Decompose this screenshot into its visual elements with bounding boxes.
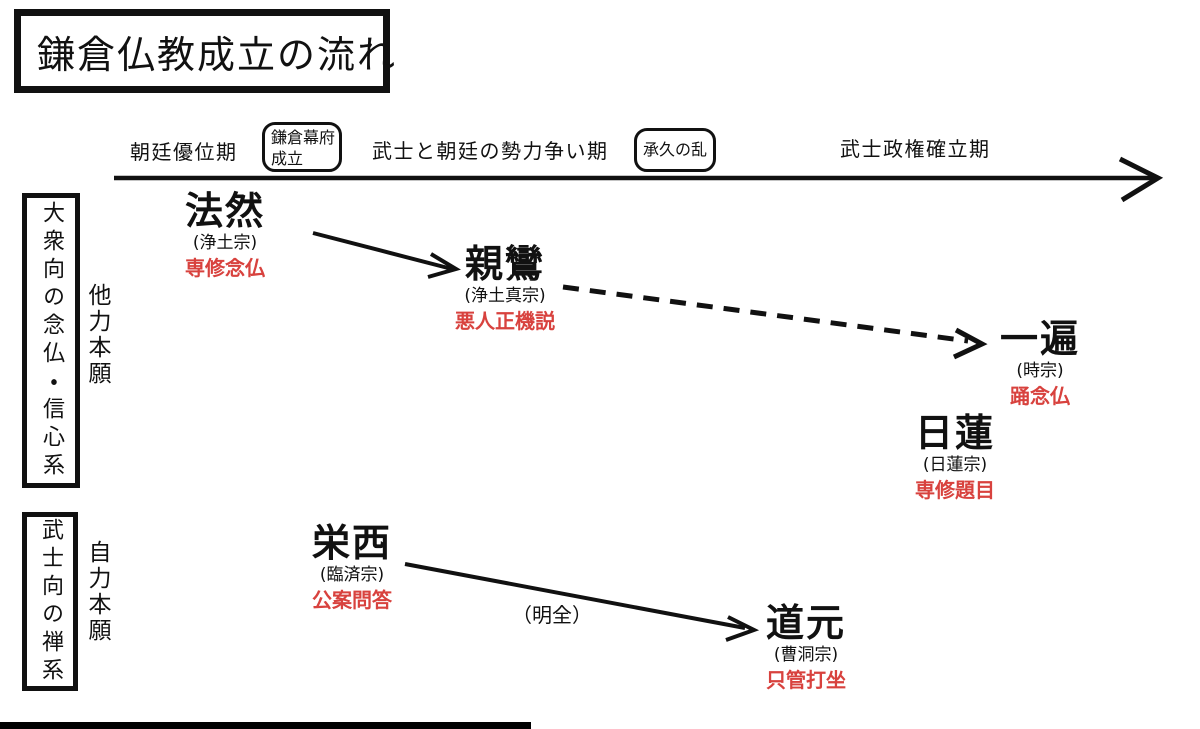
timeline-period-court-supremacy: 朝廷優位期 [130,140,238,164]
monk-dogen-name: 道元 [765,601,846,645]
monk-eisai-name: 栄西 [311,521,392,565]
category-label-nembutsu-faith: 大衆向の念仏・信心系 [39,200,64,481]
monk-nichiren-practice: 専修題目 [915,478,995,503]
monk-dogen-practice: 只管打坐 [766,668,846,693]
monk-nichiren-name: 日蓮 [914,411,995,455]
monk-shinran-sect: (浄土真宗) [464,285,546,306]
monk-honen-practice: 専修念仏 [185,256,265,281]
diagram-title: 鎌倉仏教成立の流れ [37,32,398,77]
category-label-zen: 武士向の禅系 [38,517,63,686]
label-jiriki-hongan: 自力本願 [84,540,110,644]
monk-shinran-practice: 悪人正機説 [455,309,555,334]
monk-nichiren-sect: (日蓮宗) [922,454,988,475]
monk-honen-sect: (浄土宗) [192,232,258,253]
dashed-arrow-shinran-to-ippen [562,284,988,360]
timeline-period-samurai-rule: 武士政権確立期 [840,137,991,161]
monk-eisai-practice: 公案問答 [312,588,392,613]
category-box-zen: 武士向の禅系 [22,512,78,691]
monk-eisai-sect: (臨済宗) [319,564,385,585]
monk-dogen-sect: (曹洞宗) [773,644,839,665]
diagram-title-box: 鎌倉仏教成立の流れ [14,9,395,93]
annotation-myozen: （明全） [512,603,592,627]
monk-eisai: 栄西 (臨済宗) 公案問答 [242,521,462,613]
monk-nichiren: 日蓮 (日蓮宗) 専修題目 [845,411,1065,503]
label-tariki-hongan: 他力本願 [84,283,110,387]
monk-honen: 法然 (浄土宗) 専修念仏 [115,189,335,281]
monk-ippen-sect: (時宗) [1016,360,1064,381]
monk-dogen: 道元 (曹洞宗) 只管打坐 [696,601,916,693]
monk-honen-name: 法然 [184,189,265,233]
timeline-period-power-struggle: 武士と朝廷の勢力争い期 [372,139,609,163]
monk-shinran: 親鸞 (浄土真宗) 悪人正機説 [395,242,615,334]
bottom-edge-artifact [0,722,531,729]
event-box-jokyu-war: 承久の乱 [634,128,716,172]
category-box-nembutsu-faith: 大衆向の念仏・信心系 [22,193,80,488]
monk-ippen: 一遍 (時宗) 踊念仏 [930,317,1150,409]
monk-ippen-name: 一遍 [999,317,1080,361]
event-box-kamakura-shogunate: 鎌倉幕府成立 [262,122,342,172]
monk-ippen-practice: 踊念仏 [1010,384,1070,409]
monk-shinran-name: 親鸞 [464,242,545,286]
